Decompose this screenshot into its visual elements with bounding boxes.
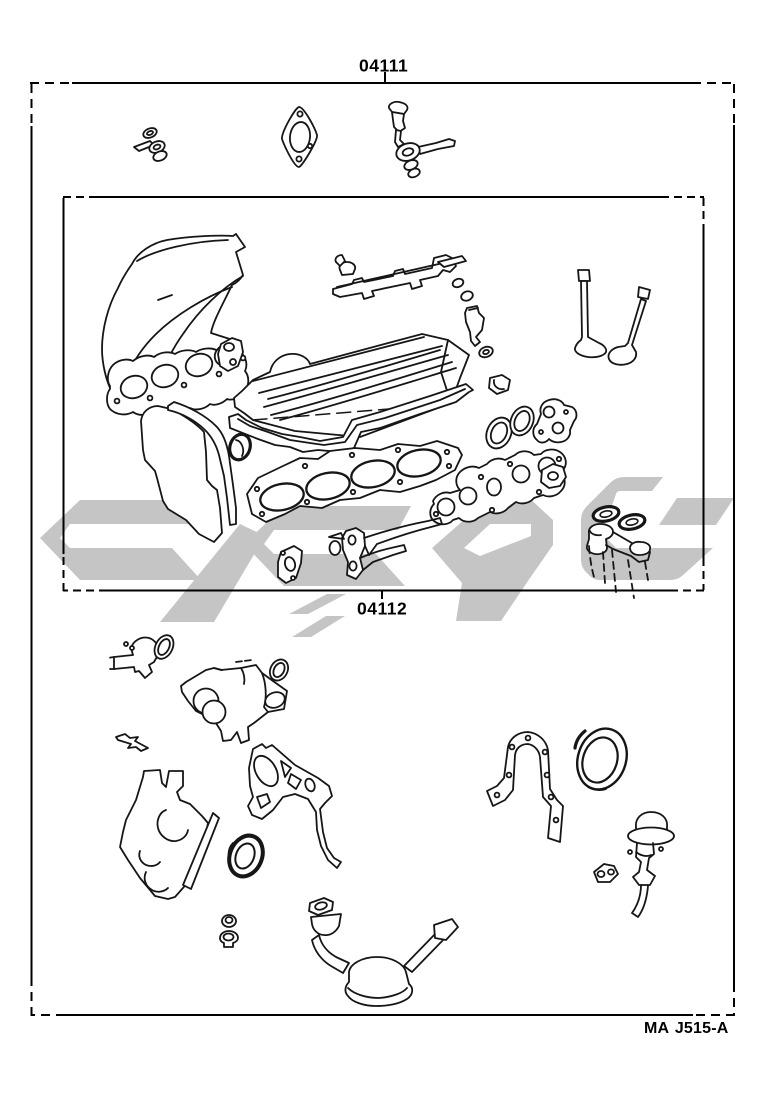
svg-text:04111: 04111 — [359, 56, 408, 76]
svg-text:04112: 04112 — [357, 599, 407, 619]
svg-text:MA J515-A: MA J515-A — [644, 1020, 729, 1037]
